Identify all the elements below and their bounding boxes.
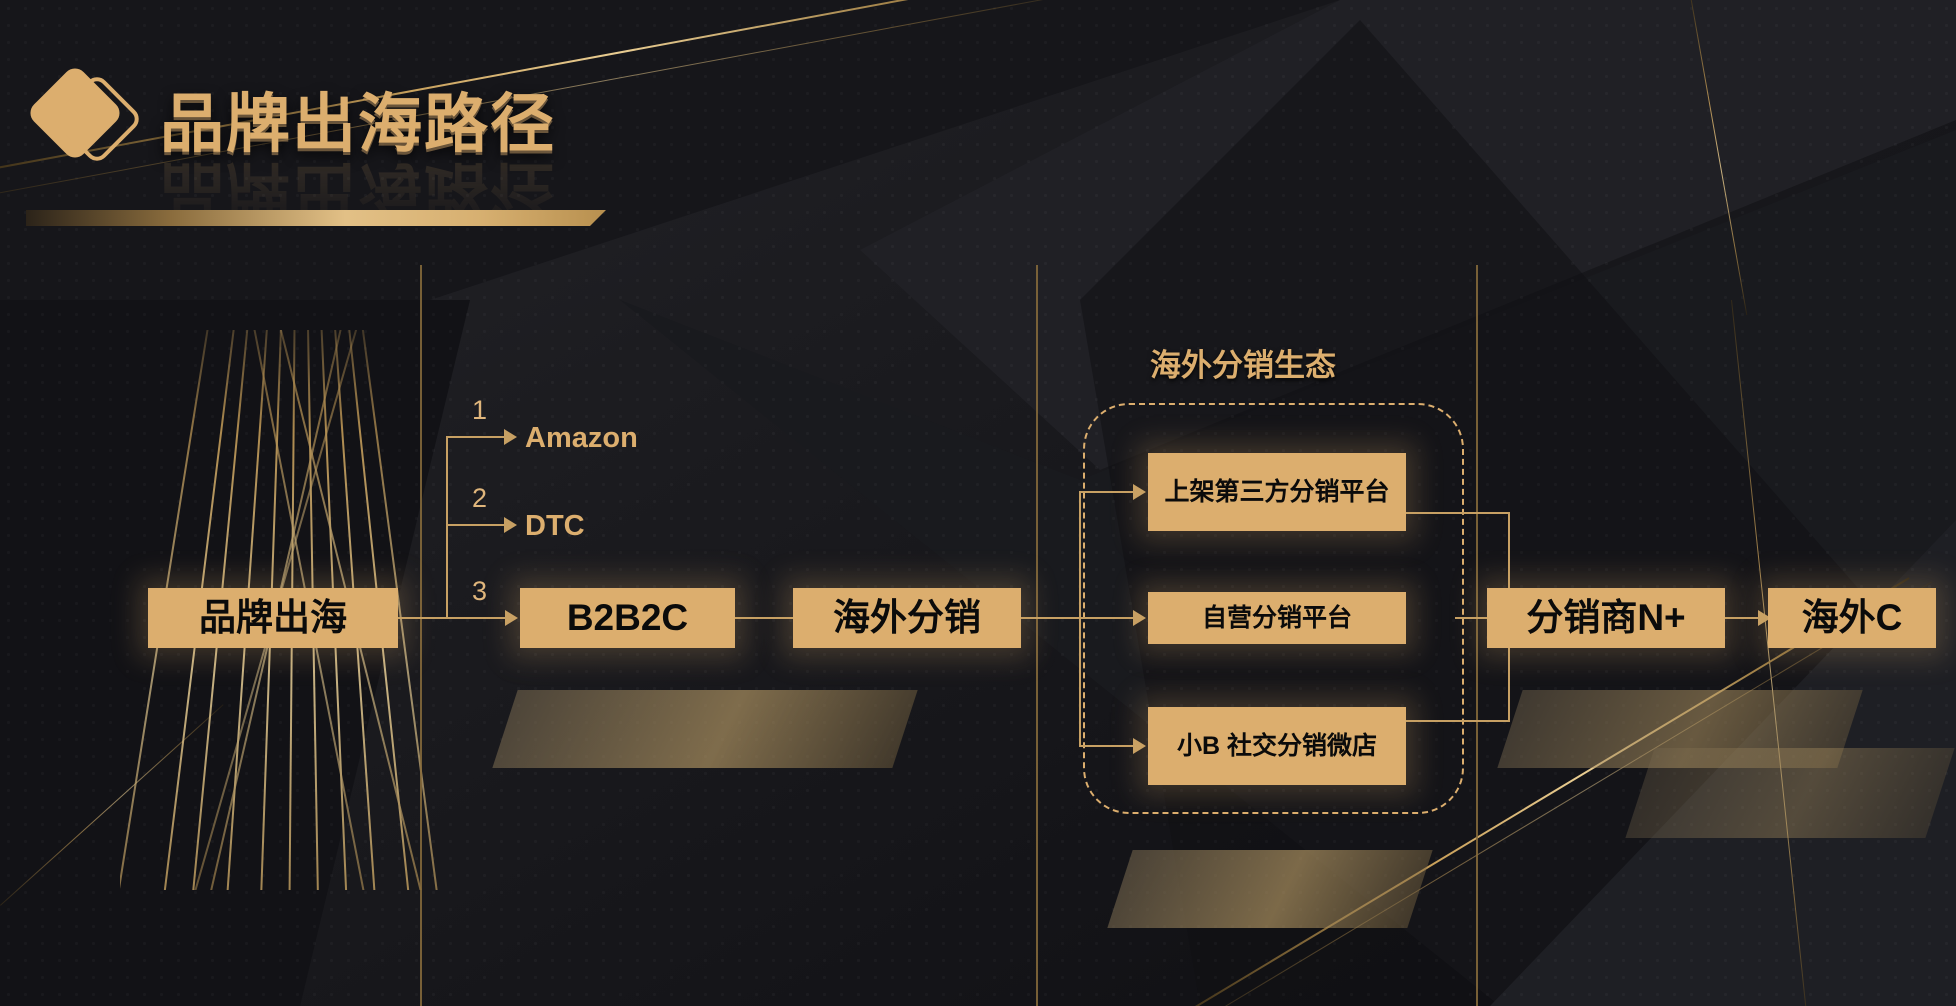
node-overseas-distribution[interactable]: 海外分销 <box>793 588 1021 648</box>
node-label: 海外C <box>1801 596 1903 638</box>
connector-eco-merge-to-distributor <box>1455 617 1513 619</box>
arrow-branch-3 <box>505 610 518 626</box>
slide-title-group: 品牌出海路径 <box>25 63 556 176</box>
connector-ecosystem-fan-vertical <box>1079 491 1081 747</box>
arrow-branch-2 <box>504 517 517 533</box>
node-label: 上架第三方分销平台 <box>1164 477 1390 506</box>
column-separator-1 <box>420 265 422 1006</box>
connector-branch-2 <box>446 524 504 526</box>
connector-eco-item-3 <box>1079 745 1135 747</box>
arrow-to-overseas-c <box>1758 610 1771 626</box>
connector-branch-trunk <box>446 436 448 618</box>
branch-number-3: 3 <box>472 576 488 606</box>
node-overseas-c[interactable]: 海外C <box>1768 588 1936 648</box>
node-label: B2B2C <box>566 596 689 638</box>
connector-eco-item-2 <box>1079 617 1135 619</box>
node-brand-going-global[interactable]: 品牌出海 <box>148 588 398 648</box>
node-label: 分销商N+ <box>1526 596 1686 638</box>
branch-label-amazon: Amazon <box>525 422 638 454</box>
diamond-icon <box>25 63 144 176</box>
arrow-eco-item-1 <box>1133 484 1146 500</box>
connector-eco-merge-top <box>1406 512 1510 514</box>
parallelogram-center <box>1107 850 1433 928</box>
column-separator-3 <box>1476 265 1478 1006</box>
node-social-micro-store[interactable]: 小B 社交分销微店 <box>1148 707 1406 785</box>
connector-eco-merge-bottom <box>1406 720 1510 722</box>
node-b2b2c[interactable]: B2B2C <box>520 588 735 648</box>
column-separator-2 <box>1036 265 1038 1006</box>
ecosystem-dashed-container <box>1083 403 1464 814</box>
node-distributor-n-plus[interactable]: 分销商N+ <box>1487 588 1725 648</box>
node-label: 品牌出海 <box>199 596 347 638</box>
connector-eco-item-1 <box>1079 491 1135 493</box>
node-label: 小B 社交分销微店 <box>1176 731 1377 760</box>
page-title: 品牌出海路径 <box>160 88 556 160</box>
connector-distributor-to-overseas-c <box>1725 617 1765 619</box>
arrow-eco-item-3 <box>1133 738 1146 754</box>
node-third-party-platform[interactable]: 上架第三方分销平台 <box>1148 453 1406 531</box>
node-label: 海外分销 <box>833 596 981 638</box>
arrow-eco-item-2 <box>1133 610 1146 626</box>
parallelogram-left <box>492 690 918 768</box>
connector-branch-1 <box>446 436 504 438</box>
connector-b2b2c-to-distribution <box>735 617 793 619</box>
title-underline-bar <box>26 210 606 226</box>
branch-number-2: 2 <box>472 483 488 513</box>
connector-distribution-to-fan <box>1021 617 1131 619</box>
arrow-branch-1 <box>504 429 517 445</box>
node-label: 自营分销平台 <box>1201 603 1352 632</box>
parallelogram-far-right <box>1625 748 1955 838</box>
connector-root-to-trunk <box>398 617 446 619</box>
branch-number-1: 1 <box>472 395 488 425</box>
connector-branch-3 <box>446 617 506 619</box>
node-self-operated-platform[interactable]: 自营分销平台 <box>1148 592 1406 644</box>
branch-label-dtc: DTC <box>525 510 585 542</box>
ecosystem-title: 海外分销生态 <box>1150 348 1336 383</box>
